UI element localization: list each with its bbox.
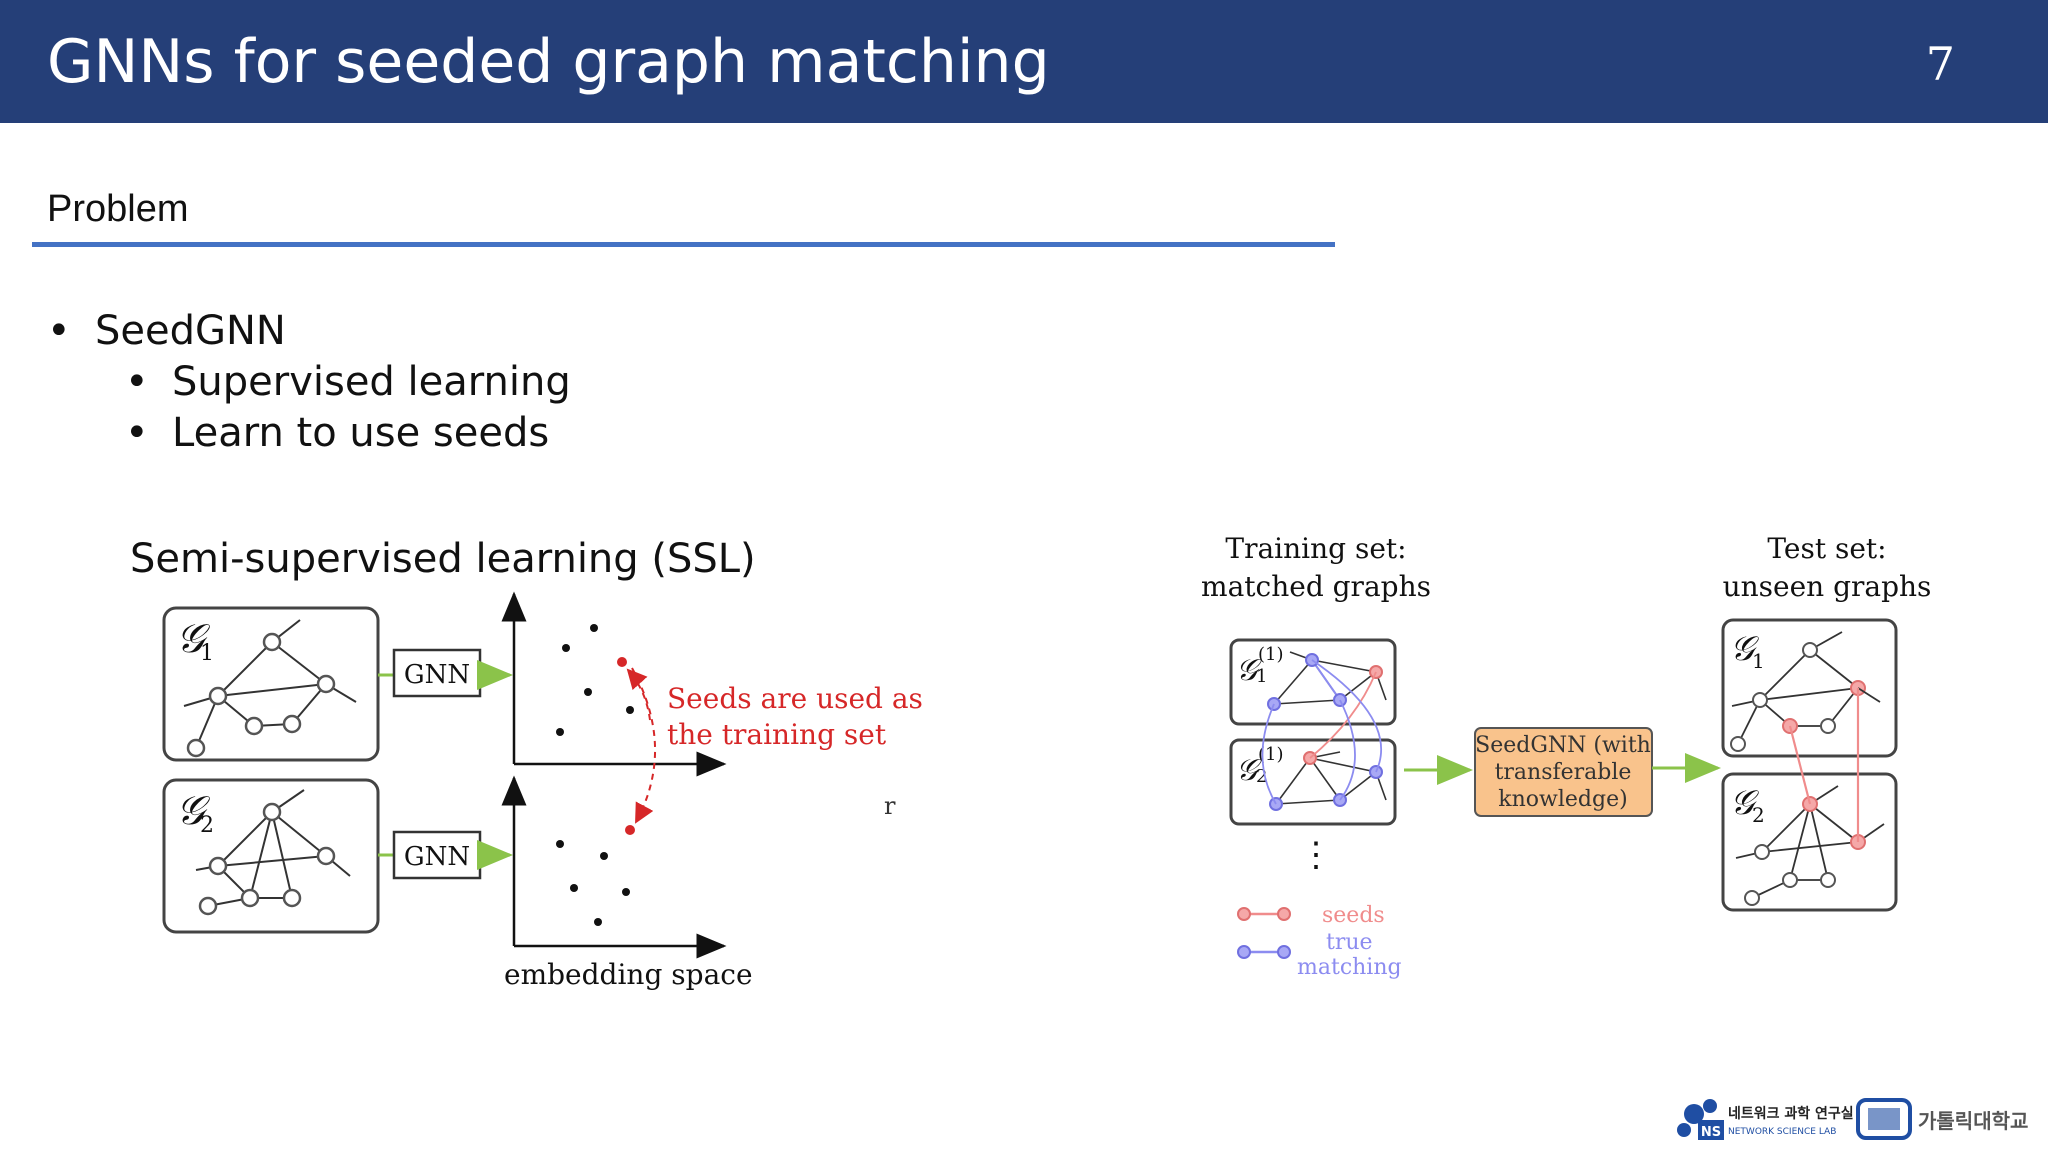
seedgnn-line3: knowledge) bbox=[1498, 787, 1627, 812]
univ-name-kr: 가톨릭대학교 bbox=[1918, 1109, 2028, 1133]
seedgnn-box bbox=[1474, 727, 1653, 817]
bullet-text: Learn to use seeds bbox=[172, 410, 550, 456]
train-matching-lines bbox=[1261, 659, 1383, 805]
gnn-label-1: GNN bbox=[404, 660, 470, 690]
lab-name-en: NETWORK SCIENCE LAB bbox=[1728, 1127, 1836, 1137]
section-heading: Problem bbox=[47, 188, 189, 230]
test-heading-line2: unseen graphs bbox=[1723, 570, 1932, 603]
seed-point-1 bbox=[617, 657, 627, 667]
bullet-text: Supervised learning bbox=[172, 359, 571, 405]
legend-seeds-label: seeds bbox=[1322, 903, 1385, 928]
footer-logos: NS 네트워크 과학 연구실 NETWORK SCIENCE LAB 가톨릭대학… bbox=[1677, 1098, 2028, 1140]
train-heading-line2: matched graphs bbox=[1201, 570, 1431, 603]
test-seed-links bbox=[1788, 688, 1860, 842]
train-graph2-box: 𝒢 (1) 2 bbox=[1229, 738, 1397, 826]
test-g1-sub: 1 bbox=[1752, 649, 1765, 673]
train-heading-line1: Training set: bbox=[1225, 532, 1406, 565]
train-graph1-box: 𝒢 (1) 1 bbox=[1229, 638, 1397, 726]
seeds-annotation-line1: Seeds are used as bbox=[667, 682, 923, 715]
bullet-marker: • bbox=[125, 359, 149, 405]
test-g1-label: 𝒢 bbox=[1730, 629, 1759, 669]
test-g2-label: 𝒢 bbox=[1730, 783, 1759, 823]
ssl-title: Semi-supervised learning (SSL) bbox=[130, 536, 756, 582]
bullet-marker: • bbox=[47, 308, 71, 354]
university-logo: 가톨릭대학교 bbox=[1856, 1098, 2028, 1140]
graph1-box: 𝒢 1 bbox=[162, 606, 380, 762]
seedgnn-diagram: Training set: matched graphs Test set: u… bbox=[1201, 532, 1931, 980]
test-heading-line1: Test set: bbox=[1767, 532, 1886, 565]
train-g1-sub: 1 bbox=[1256, 666, 1267, 687]
test-graph2-box: 𝒢 2 bbox=[1721, 772, 1898, 912]
seed-point-2 bbox=[625, 825, 635, 835]
section-divider bbox=[32, 242, 1335, 247]
more-graphs-ellipsis: ⋮ bbox=[1299, 835, 1333, 875]
seedgnn-line1: SeedGNN (with bbox=[1475, 733, 1651, 758]
legend-true-line2: matching bbox=[1297, 955, 1402, 980]
test-graph1-box: 𝒢 1 bbox=[1721, 618, 1898, 758]
slide-title: GNNs for seeded graph matching bbox=[47, 27, 1050, 97]
legend: seeds true matching bbox=[1237, 903, 1402, 980]
train-g2-sup: (1) bbox=[1258, 744, 1284, 765]
legend-true-line1: true bbox=[1326, 930, 1373, 955]
train-g2-sub: 2 bbox=[1256, 766, 1267, 787]
graph1-subscript: 1 bbox=[200, 641, 214, 666]
graph2-box: 𝒢 2 bbox=[162, 778, 380, 934]
ssl-diagram: Semi-supervised learning (SSL) 𝒢 1 bbox=[130, 536, 923, 991]
train-g1-sup: (1) bbox=[1258, 644, 1284, 665]
gnn-label-2: GNN bbox=[404, 842, 470, 872]
seed-link-arrow bbox=[631, 667, 657, 824]
embedding-space-label: embedding space bbox=[504, 958, 753, 991]
embedding-axes bbox=[501, 591, 727, 959]
lab-name-kr: 네트워크 과학 연구실 bbox=[1728, 1106, 1854, 1122]
seedgnn-line2: transferable bbox=[1495, 760, 1632, 785]
network-science-lab-logo: NS 네트워크 과학 연구실 NETWORK SCIENCE LAB bbox=[1677, 1099, 1854, 1140]
embedding-points bbox=[556, 624, 634, 926]
title-bar: GNNs for seeded graph matching 7 bbox=[0, 0, 2048, 123]
test-g2-sub: 2 bbox=[1752, 803, 1765, 827]
page-number: 7 bbox=[1925, 37, 1955, 91]
graph2-subscript: 2 bbox=[200, 813, 214, 838]
lab-abbrev: NS bbox=[1701, 1125, 1721, 1140]
bullet-text: SeedGNN bbox=[95, 308, 286, 354]
bullet-marker: • bbox=[125, 410, 149, 456]
stray-mark: r bbox=[884, 792, 896, 820]
seeds-annotation-line2: the training set bbox=[667, 718, 887, 751]
